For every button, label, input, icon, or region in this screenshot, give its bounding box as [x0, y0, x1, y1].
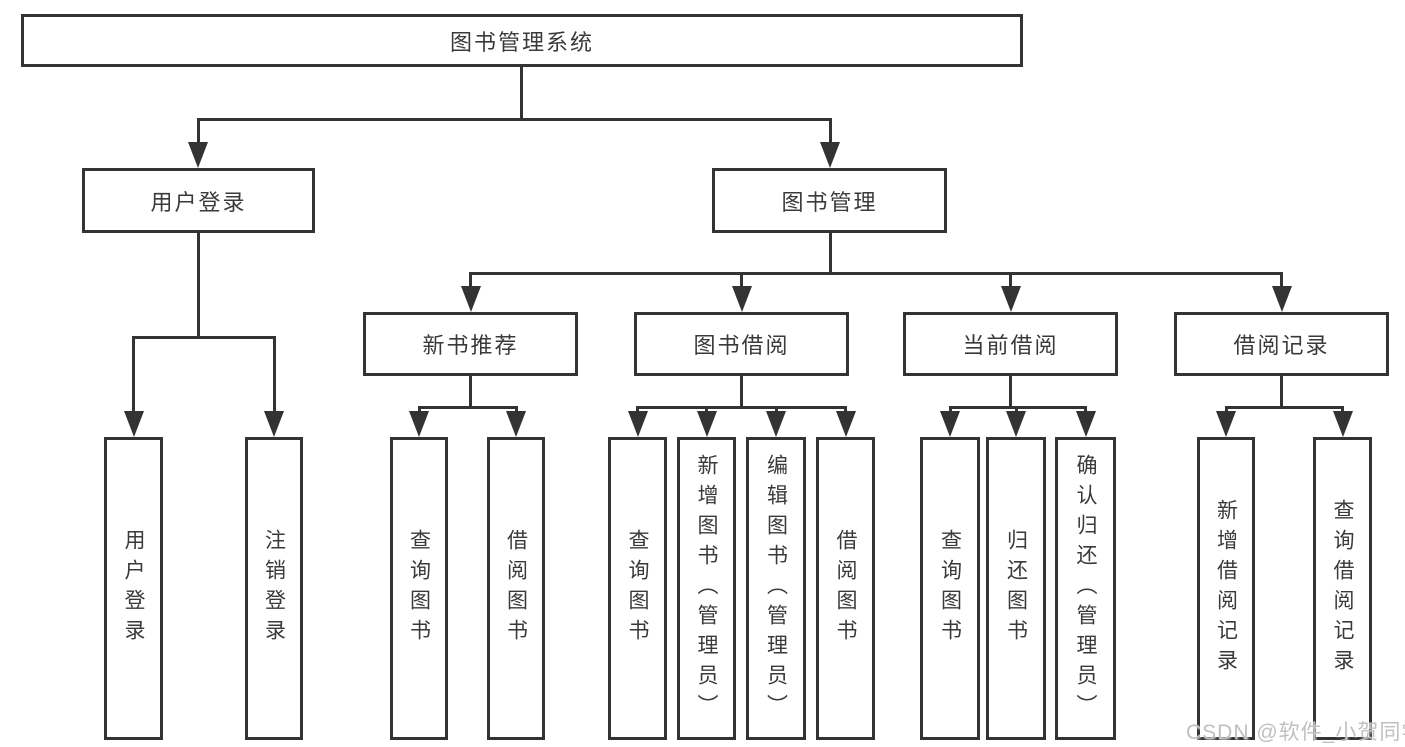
- node-user-login: 用户登录: [82, 168, 315, 233]
- connector-g2-drop: [469, 376, 472, 408]
- leaf-user-login: 用户登录: [104, 437, 163, 740]
- arrow-down-icon: [506, 411, 526, 437]
- leaf-logout: 注销登录: [245, 437, 303, 740]
- leaf-borrow-books: 借阅图书: [816, 437, 875, 740]
- arrow-down-icon: [835, 411, 856, 437]
- connector-g5-drop: [1280, 376, 1283, 408]
- arrow-down-icon: [1271, 286, 1292, 312]
- node-current-borrow: 当前借阅: [903, 312, 1118, 376]
- leaf-return-books-label: 归还图书: [1004, 528, 1028, 649]
- arrow-down-icon: [766, 411, 786, 437]
- node-book-borrow: 图书借阅: [634, 312, 849, 376]
- root-label: 图书管理系统: [449, 29, 594, 55]
- node-current-borrow-label: 当前借阅: [962, 333, 1059, 358]
- connector-g3-branch: [636, 406, 847, 409]
- node-new-book-recommend: 新书推荐: [363, 312, 578, 376]
- arrow-down-icon: [731, 286, 752, 312]
- connector-l3-stem-3: [1009, 272, 1012, 288]
- leaf-borrow-books-label: 借阅图书: [834, 528, 857, 649]
- leaf-query-books-borrow-label: 查询图书: [626, 528, 649, 649]
- leaf-add-borrow-record-label: 新增借阅记录: [1214, 498, 1238, 679]
- arrow-down-icon: [696, 411, 717, 437]
- leaf-confirm-return-admin: 确认归还（管理员）: [1055, 437, 1116, 740]
- connector-l3-stem-1: [469, 272, 472, 288]
- node-book-management: 图书管理: [712, 168, 947, 233]
- node-new-book-recommend-label: 新书推荐: [422, 333, 519, 358]
- connector-l2-stem-right: [828, 118, 832, 144]
- connector-g5-branch: [1224, 406, 1344, 409]
- node-user-login-label: 用户登录: [150, 189, 247, 215]
- leaf-query-books-current-label: 查询图书: [938, 528, 962, 649]
- leaf-edit-books-admin-label: 编辑图书（管理员）: [764, 453, 788, 724]
- connector-g2-branch: [417, 406, 518, 409]
- arrow-down-icon: [940, 411, 960, 437]
- connector-g4-drop: [1009, 376, 1012, 408]
- connector-root-drop: [519, 67, 523, 118]
- connector-l2-branch: [196, 118, 832, 121]
- leaf-query-books-recommend-label: 查询图书: [407, 528, 431, 649]
- connector-userlogin-stem-1: [132, 336, 135, 413]
- leaf-add-borrow-record: 新增借阅记录: [1197, 437, 1255, 740]
- leaf-return-books: 归还图书: [986, 437, 1046, 740]
- arrow-down-icon: [409, 411, 429, 437]
- connector-g3-drop: [740, 376, 743, 408]
- leaf-edit-books-admin: 编辑图书（管理员）: [746, 437, 806, 740]
- arrow-down-icon: [1006, 411, 1026, 437]
- connector-l2-stem-left: [196, 118, 200, 144]
- leaf-confirm-return-admin-label: 确认归还（管理员）: [1074, 453, 1097, 724]
- arrow-down-icon: [1216, 411, 1236, 437]
- arrow-down-icon: [1000, 286, 1021, 312]
- leaf-user-login-label: 用户登录: [122, 528, 145, 649]
- arrow-down-icon: [460, 286, 481, 312]
- connector-bookmgmt-drop: [828, 233, 832, 274]
- leaf-query-books-borrow: 查询图书: [608, 437, 667, 740]
- leaf-add-books-admin: 新增图书（管理员）: [677, 437, 736, 740]
- connector-l3-stem-4: [1280, 272, 1283, 288]
- arrow-down-icon: [1332, 411, 1353, 437]
- leaf-query-borrow-record-label: 查询借阅记录: [1331, 498, 1354, 679]
- arrow-down-icon: [123, 411, 144, 437]
- connector-userlogin-branch: [132, 336, 275, 339]
- connector-l3-branch: [469, 272, 1283, 275]
- leaf-borrow-books-recommend-label: 借阅图书: [504, 528, 528, 649]
- connector-g4-branch: [948, 406, 1087, 409]
- leaf-logout-label: 注销登录: [262, 528, 286, 649]
- node-book-borrow-label: 图书借阅: [693, 333, 790, 358]
- leaf-add-books-admin-label: 新增图书（管理员）: [695, 453, 718, 724]
- leaf-borrow-books-recommend: 借阅图书: [487, 437, 545, 740]
- arrow-down-icon: [627, 411, 648, 437]
- node-book-management-label: 图书管理: [781, 189, 878, 215]
- node-borrow-records: 借阅记录: [1174, 312, 1389, 376]
- watermark: CSDN @软件_小贺同学: [1186, 721, 1405, 744]
- leaf-query-books-current: 查询图书: [920, 437, 980, 740]
- root-box-library-system: 图书管理系统: [21, 14, 1023, 67]
- arrow-down-icon: [1075, 411, 1096, 437]
- leaf-query-borrow-record: 查询借阅记录: [1313, 437, 1372, 740]
- node-borrow-records-label: 借阅记录: [1233, 333, 1330, 358]
- connector-userlogin-drop: [196, 233, 200, 338]
- connector-l3-stem-2: [740, 272, 743, 288]
- arrow-down-icon: [264, 411, 284, 437]
- arrow-down-icon: [188, 142, 208, 168]
- connector-userlogin-stem-2: [272, 336, 276, 413]
- arrow-down-icon: [820, 142, 840, 168]
- leaf-query-books-recommend: 查询图书: [390, 437, 448, 740]
